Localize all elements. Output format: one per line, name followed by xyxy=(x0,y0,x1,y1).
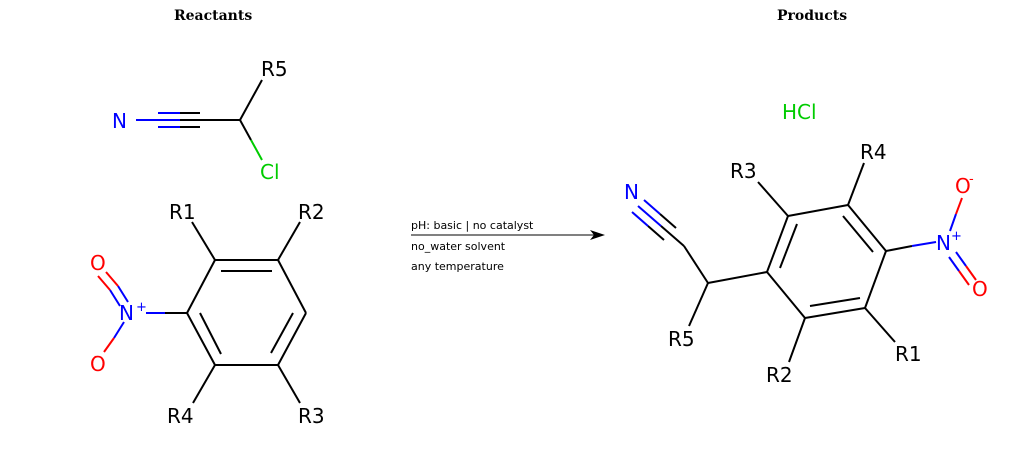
condition-ph: pH: basic | no catalyst xyxy=(411,219,534,232)
product-nitrile-n-atom: N xyxy=(624,180,639,204)
reactants-heading: Reactants xyxy=(174,8,253,24)
product-r1-label: R1 xyxy=(895,342,922,366)
r1-bond xyxy=(191,221,216,261)
n-o-double-bond xyxy=(97,271,129,307)
product-benzene-ring xyxy=(766,204,887,319)
reactant-chloronitrile: N R5 Cl xyxy=(112,57,288,184)
product-r3-label: R3 xyxy=(730,159,757,183)
n-o-single-bond xyxy=(103,321,125,353)
r3-label: R3 xyxy=(298,404,325,428)
nitro-n-atom: N xyxy=(119,301,134,325)
product-r3-bond xyxy=(757,181,789,217)
product-o-bottom-atom: O xyxy=(972,277,988,301)
condition-temperature: any temperature xyxy=(411,260,504,273)
product-ring-n-bond-black xyxy=(885,245,913,252)
product-r4-bond xyxy=(847,162,865,206)
product-o-top-atom: O xyxy=(955,174,971,198)
r2-label: R2 xyxy=(298,200,325,224)
nitrile-n-atom: N xyxy=(112,109,127,133)
cl-atom: Cl xyxy=(260,160,280,184)
benzene-ring xyxy=(186,259,307,366)
product-ring-n-bond-blue xyxy=(911,241,937,247)
n-plus-charge: + xyxy=(136,300,147,315)
r5-label: R5 xyxy=(261,57,288,81)
products-heading: Products xyxy=(777,8,848,24)
product-nitrile-triple-bond xyxy=(631,199,685,247)
product-r1-bond xyxy=(864,307,896,343)
reaction-arrow-head xyxy=(590,230,605,240)
product-n-o-single-bond xyxy=(949,197,963,232)
ch-r5-bond xyxy=(688,282,709,327)
o-top-atom: O xyxy=(90,251,106,275)
product-r5-label: R5 xyxy=(668,327,695,351)
r4-label: R4 xyxy=(167,404,194,428)
r3-bond xyxy=(277,364,301,404)
product-n-plus-charge: + xyxy=(951,229,962,244)
product-r2-bond xyxy=(788,317,806,363)
r1-label: R1 xyxy=(169,200,196,224)
r2-bond xyxy=(277,221,301,261)
c-cl-bond-black xyxy=(239,119,252,141)
nitrile-ch-bond xyxy=(683,245,709,284)
c-r5-bond xyxy=(239,79,263,121)
o-minus-charge: - xyxy=(94,349,99,364)
o-bottom-atom: O xyxy=(90,352,106,376)
reaction-arrow-group: pH: basic | no catalyst no_water solvent… xyxy=(411,219,605,273)
ch-ring-bond xyxy=(707,271,768,284)
condition-solvent: no_water solvent xyxy=(411,240,506,253)
reactant-nitrobenzene: R1 R2 R3 R4 N + O O - xyxy=(90,200,325,428)
nitrile-triple-bond xyxy=(136,112,200,128)
product-r2-label: R2 xyxy=(766,363,793,387)
product-o-minus-charge: - xyxy=(969,172,974,187)
hcl-molecule: HCl xyxy=(782,100,817,124)
product-nitrile: N R5 R3 R4 R1 R2 N + O - O xyxy=(624,140,988,387)
product-r4-label: R4 xyxy=(860,140,887,164)
c-cl-bond-green xyxy=(250,139,263,161)
r4-bond xyxy=(192,364,216,404)
product-nitro-n-atom: N xyxy=(936,231,951,255)
product-n-o-double-bond xyxy=(948,251,977,286)
